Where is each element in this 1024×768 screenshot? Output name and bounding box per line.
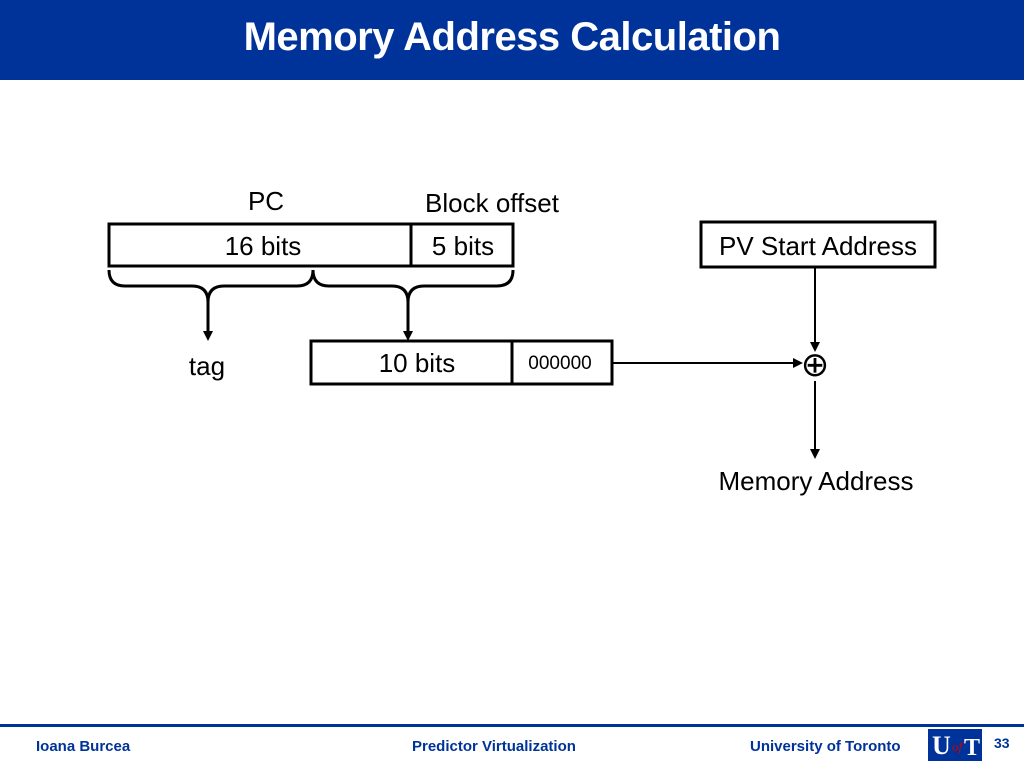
footer-topic: Predictor Virtualization: [412, 738, 576, 755]
pv-start-address: PV Start Address: [699, 220, 937, 269]
title-bar: Memory Address Calculation: [0, 0, 1024, 80]
index-register: 10 bits 000000: [309, 339, 614, 386]
pc-field-low-text: 5 bits: [432, 231, 494, 261]
page-number: 33: [994, 735, 1010, 751]
pv-start-address-box: [699, 220, 937, 269]
adder-symbol: ⊕: [801, 345, 830, 385]
tag-label: tag: [189, 351, 225, 381]
footer-divider: [0, 724, 1024, 727]
pc-label: PC: [248, 186, 284, 216]
index-brace: [311, 269, 515, 303]
block-offset-label: Block offset: [425, 188, 560, 218]
svg-text:T: T: [964, 735, 980, 761]
university-logo-icon: U of T: [928, 729, 982, 761]
pv-start-address-text: PV Start Address: [719, 231, 917, 261]
pc-field-high-box: [107, 222, 413, 268]
pc-field-high-text: 16 bits: [225, 231, 302, 261]
svg-text:U: U: [932, 731, 951, 760]
footer-author: Ioana Burcea: [36, 738, 131, 755]
pc-field-low-box: [409, 222, 515, 268]
index-padding-text: 000000: [528, 353, 591, 374]
tag-brace: [107, 269, 315, 303]
footer-university: University of Toronto: [750, 738, 901, 755]
index-field-text: 10 bits: [379, 348, 456, 378]
memory-address-label: Memory Address: [718, 466, 913, 496]
pc-register: 16 bits 5 bits: [107, 222, 515, 268]
slide-title: Memory Address Calculation: [243, 14, 781, 59]
svg-text:of: of: [952, 739, 965, 754]
